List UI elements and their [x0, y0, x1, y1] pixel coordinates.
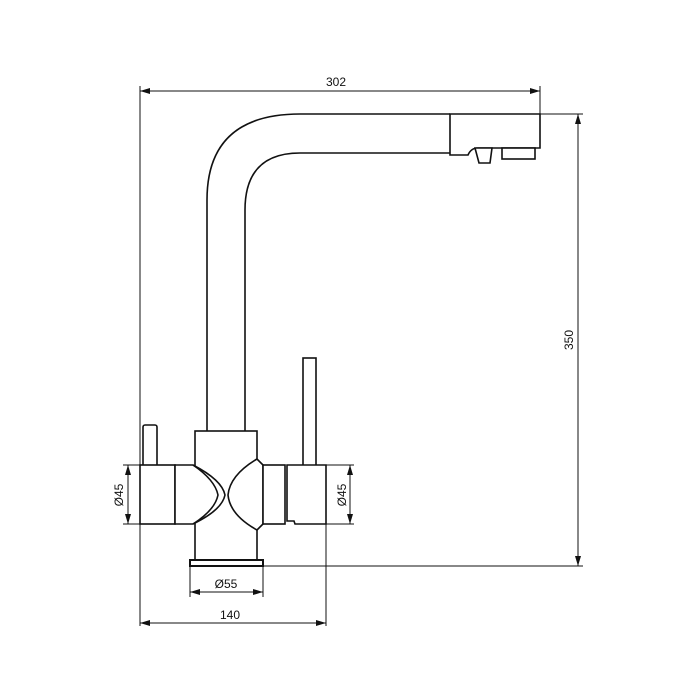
dim-total-height: 350	[562, 330, 576, 350]
dim-total-width: 302	[326, 75, 346, 89]
spout-head	[449, 113, 541, 164]
spout	[206, 113, 450, 431]
right-lever	[302, 357, 317, 467]
dim-left-diameter: Ø45	[112, 483, 126, 506]
faucet-body	[139, 430, 327, 567]
dim-body-width: 140	[220, 608, 240, 622]
dimension-lines	[123, 86, 583, 626]
left-handle	[142, 424, 158, 468]
dim-base-diameter: Ø55	[215, 577, 238, 591]
dim-right-diameter: Ø45	[335, 483, 349, 506]
